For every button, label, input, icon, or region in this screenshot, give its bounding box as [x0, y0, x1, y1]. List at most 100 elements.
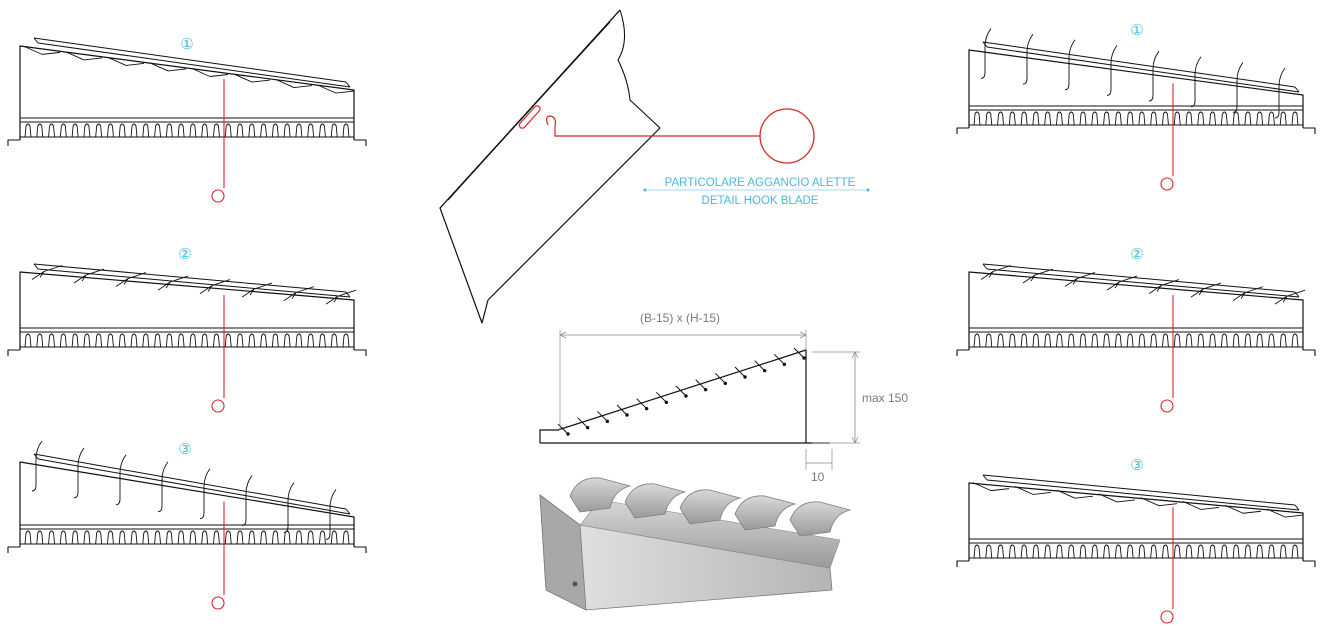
damper-section-drawing [539, 330, 860, 470]
blade-hook [1232, 62, 1244, 113]
grille-fin [1008, 111, 1016, 126]
grille-fin [248, 123, 256, 138]
grille-fin [154, 530, 162, 545]
blade-hook [73, 447, 85, 499]
grille-fin [985, 544, 993, 559]
grille-fin [201, 123, 209, 138]
grille-fin [1220, 111, 1228, 126]
grille-fin [1244, 111, 1252, 126]
detail-hook-blade-drawing [439, 9, 870, 324]
grille-fin [985, 333, 993, 348]
grille-fin [318, 123, 326, 138]
grille-fin [997, 333, 1005, 348]
grille-fin [24, 530, 32, 545]
grille-fin [295, 333, 303, 348]
grille-fin [212, 530, 220, 545]
grille-fin [271, 530, 279, 545]
grille-fin [1267, 544, 1275, 559]
grille-fin [1044, 333, 1052, 348]
grille-fin [260, 530, 268, 545]
grille-fin [330, 333, 338, 348]
grille-fin [24, 123, 32, 138]
blade-pivot [625, 413, 629, 417]
grille-fin [1091, 111, 1099, 126]
grille-fin [118, 333, 126, 348]
blade-hook [199, 468, 211, 520]
grille-fin [59, 333, 67, 348]
blade-hook [1022, 33, 1034, 85]
dimension-bottom-label: 10 [811, 470, 825, 484]
grille-fin [83, 123, 91, 138]
grille-fin [48, 530, 56, 545]
grille-fin [1020, 111, 1028, 126]
grille-panel [7, 263, 367, 413]
grille-fin [1267, 111, 1275, 126]
grille-fin [1020, 333, 1028, 348]
grille-fin [307, 333, 315, 348]
grille-fin [1173, 111, 1181, 126]
grille-fin [283, 530, 291, 545]
grille-fin [1209, 111, 1217, 126]
grille-fin [24, 333, 32, 348]
grille-fin [1055, 111, 1063, 126]
grille-fin [271, 333, 279, 348]
grille-fin [1150, 544, 1158, 559]
grille-fin [142, 530, 150, 545]
grille-fin [1256, 333, 1264, 348]
photo-blade [679, 489, 742, 525]
blade-pivot [684, 394, 688, 398]
blade-pivot [566, 432, 570, 436]
grille-fin [189, 333, 197, 348]
grille-fin [1161, 111, 1169, 126]
blade-hook [1064, 39, 1076, 91]
grille-fin [1220, 544, 1228, 559]
grille-fin [1244, 544, 1252, 559]
grille-fin [142, 333, 150, 348]
grille-fin [1291, 544, 1299, 559]
grille-fin [1232, 544, 1240, 559]
grille-fin [1091, 544, 1099, 559]
grille-fin [1114, 333, 1122, 348]
grille-fin [1209, 333, 1217, 348]
grille-fin [1173, 544, 1181, 559]
grille-fin [985, 111, 993, 126]
grille-panel [7, 37, 367, 203]
grille-fin [48, 123, 56, 138]
grille-fin [236, 530, 244, 545]
grille-panel [956, 474, 1316, 624]
detail-label-italian: PARTICOLARE AGGANCIO ALETTE [664, 177, 856, 189]
grille-fin [1067, 333, 1075, 348]
grille-fin [1126, 333, 1134, 348]
photo-blade [789, 501, 852, 537]
grille-fin [118, 123, 126, 138]
grille-fin [71, 123, 79, 138]
blade-pivot [703, 387, 708, 392]
grille-fin [1256, 111, 1264, 126]
grille-fin [36, 333, 44, 348]
indicator-marker [1160, 610, 1174, 624]
grille-fin [1197, 333, 1205, 348]
grille-fin [165, 333, 173, 348]
grille-fin [1161, 544, 1169, 559]
grille-panel [956, 28, 1316, 191]
grille-fin [189, 123, 197, 138]
panel-number-left-3: ③ [178, 441, 192, 458]
grille-fin [973, 333, 981, 348]
grille-fin [165, 530, 173, 545]
grille-fin [224, 123, 232, 138]
grille-fin [1067, 544, 1075, 559]
photo-blade [734, 495, 797, 531]
grille-fin [1079, 544, 1087, 559]
grille-fin [1291, 111, 1299, 126]
grille-fin [1044, 544, 1052, 559]
grille-fin [154, 123, 162, 138]
rivet [572, 581, 578, 587]
grille-fin [1138, 544, 1146, 559]
grille-fin [1150, 333, 1158, 348]
panel-number-right-2: ② [1130, 246, 1144, 263]
grille-fin [1197, 111, 1205, 126]
grille-panel [956, 263, 1316, 413]
grille-fin [1279, 544, 1287, 559]
